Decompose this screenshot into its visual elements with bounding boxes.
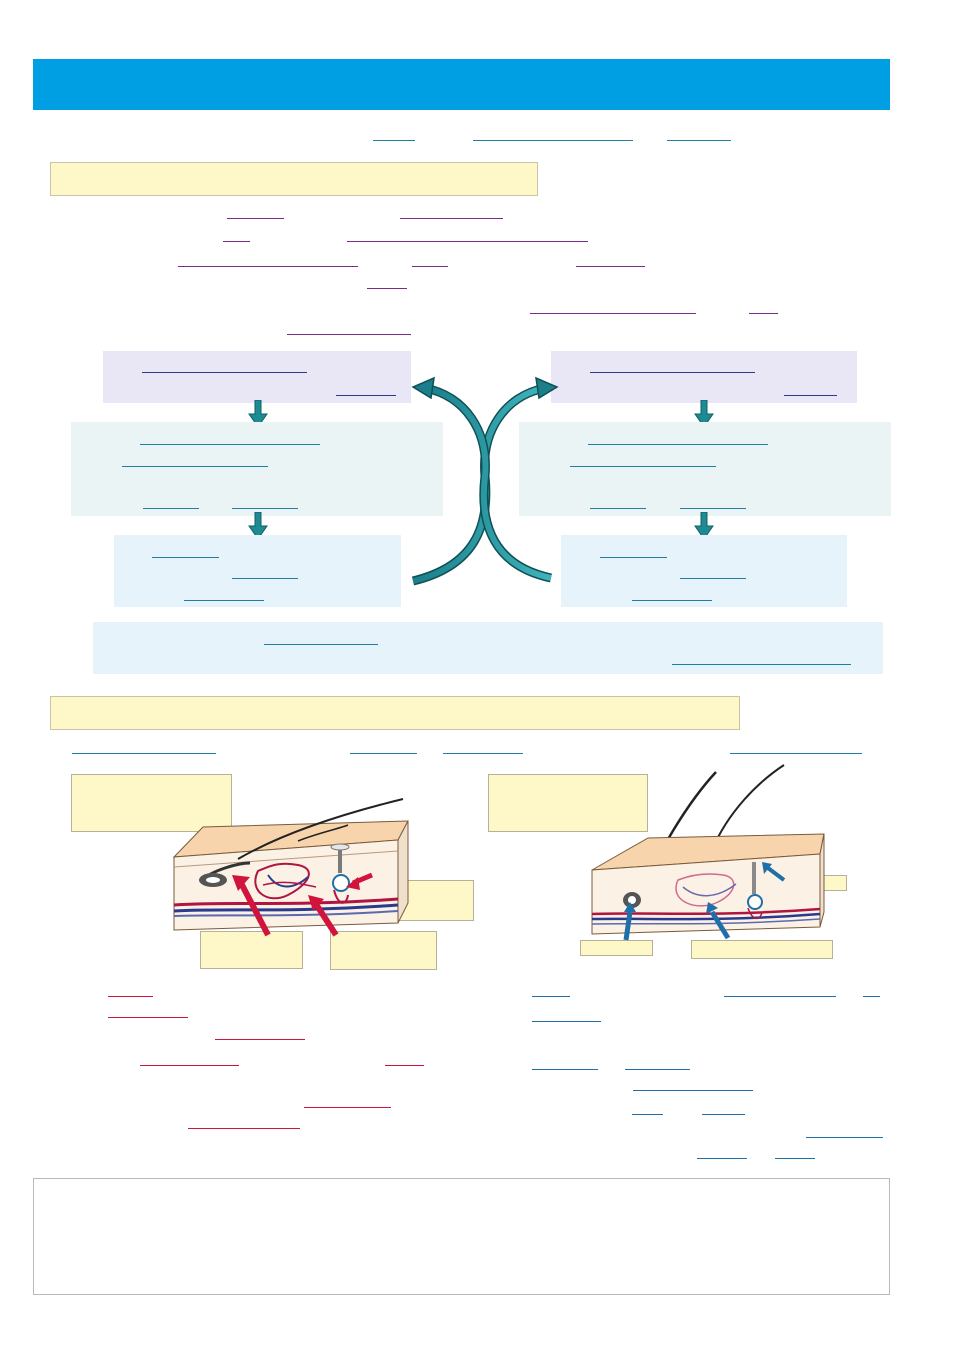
down-arrow-icon bbox=[694, 512, 714, 540]
left-response-blank-3 bbox=[184, 600, 264, 601]
para-blank-7 bbox=[576, 266, 645, 267]
para-blank-5 bbox=[178, 266, 358, 267]
section2-blank-4 bbox=[730, 753, 862, 754]
hot-label-box-3 bbox=[330, 931, 437, 970]
right-response-box bbox=[561, 535, 847, 607]
left-response-blank-1 bbox=[152, 557, 219, 558]
para-blank-3 bbox=[223, 241, 250, 242]
hot-title-box bbox=[71, 774, 232, 832]
para-blank-10 bbox=[749, 313, 778, 314]
hot-blank-2 bbox=[108, 1017, 188, 1018]
hot-blank-5 bbox=[385, 1065, 424, 1066]
left-response-box bbox=[114, 535, 401, 607]
section-header-2 bbox=[50, 696, 740, 730]
para-blank-2 bbox=[400, 218, 503, 219]
para-blank-6 bbox=[412, 266, 448, 267]
down-arrow-icon bbox=[248, 400, 268, 428]
right-response-blank-3 bbox=[632, 600, 712, 601]
title-banner bbox=[33, 59, 890, 110]
hot-blank-6 bbox=[304, 1107, 391, 1108]
cold-label-box-3 bbox=[691, 940, 833, 959]
right-receptor-blank-2 bbox=[570, 466, 716, 467]
cold-blank-11 bbox=[697, 1158, 747, 1159]
para-blank-8 bbox=[367, 288, 407, 289]
cold-blank-9 bbox=[702, 1114, 745, 1115]
down-arrow-icon bbox=[248, 512, 268, 540]
cold-blank-3 bbox=[863, 996, 880, 997]
hot-blank-1 bbox=[108, 996, 153, 997]
cold-blank-8 bbox=[632, 1114, 663, 1115]
cold-blank-7 bbox=[633, 1090, 753, 1091]
intro-blank-1 bbox=[373, 140, 415, 141]
para-blank-11 bbox=[287, 334, 411, 335]
right-stimulus-blank-1 bbox=[590, 372, 755, 373]
right-receptor-blank-1 bbox=[588, 444, 768, 445]
cold-title-box bbox=[488, 774, 648, 832]
left-stimulus-blank-2 bbox=[336, 395, 396, 396]
para-blank-4 bbox=[347, 241, 588, 242]
summary-blank-2 bbox=[672, 664, 851, 665]
right-response-blank-1 bbox=[600, 557, 667, 558]
right-receptor-box bbox=[519, 422, 891, 516]
summary-box bbox=[93, 622, 883, 674]
intro-blank-2 bbox=[473, 140, 633, 141]
curved-feedback-arrows-icon bbox=[411, 376, 559, 586]
section2-blank-3 bbox=[443, 753, 523, 754]
para-blank-9 bbox=[530, 313, 696, 314]
hot-blank-7 bbox=[188, 1128, 300, 1129]
cold-blank-1 bbox=[532, 996, 570, 997]
hot-blank-3 bbox=[215, 1039, 305, 1040]
left-stimulus-blank-1 bbox=[142, 372, 307, 373]
right-stimulus-box bbox=[551, 351, 857, 403]
skin-cross-section-hot bbox=[172, 798, 409, 937]
skin-cross-section-cold bbox=[591, 764, 825, 941]
left-response-blank-2 bbox=[232, 578, 298, 579]
section-header-1 bbox=[50, 162, 538, 196]
left-receptor-blank-4 bbox=[232, 508, 298, 509]
cold-blank-12 bbox=[775, 1158, 815, 1159]
cold-blank-6 bbox=[625, 1069, 690, 1070]
left-receptor-blank-1 bbox=[140, 444, 320, 445]
intro-blank-3 bbox=[667, 140, 731, 141]
cold-blank-4 bbox=[532, 1021, 601, 1022]
hot-blank-4 bbox=[140, 1065, 239, 1066]
right-response-blank-2 bbox=[680, 578, 746, 579]
left-stimulus-box bbox=[103, 351, 411, 403]
section2-blank-1 bbox=[72, 753, 216, 754]
section2-blank-2 bbox=[350, 753, 417, 754]
left-receptor-blank-2 bbox=[122, 466, 268, 467]
cold-blank-2 bbox=[724, 996, 836, 997]
left-receptor-box bbox=[71, 422, 443, 516]
hot-label-box-2 bbox=[200, 931, 303, 969]
right-receptor-blank-4 bbox=[680, 508, 746, 509]
cold-label-box-2 bbox=[580, 940, 653, 956]
cold-blank-10 bbox=[806, 1137, 883, 1138]
right-receptor-blank-3 bbox=[590, 508, 646, 509]
para-blank-1 bbox=[227, 218, 284, 219]
cold-blank-5 bbox=[532, 1069, 598, 1070]
summary-blank-1 bbox=[264, 644, 378, 645]
left-receptor-blank-3 bbox=[143, 508, 199, 509]
right-stimulus-blank-2 bbox=[784, 395, 837, 396]
down-arrow-icon bbox=[694, 400, 714, 428]
footer-box bbox=[33, 1178, 890, 1295]
